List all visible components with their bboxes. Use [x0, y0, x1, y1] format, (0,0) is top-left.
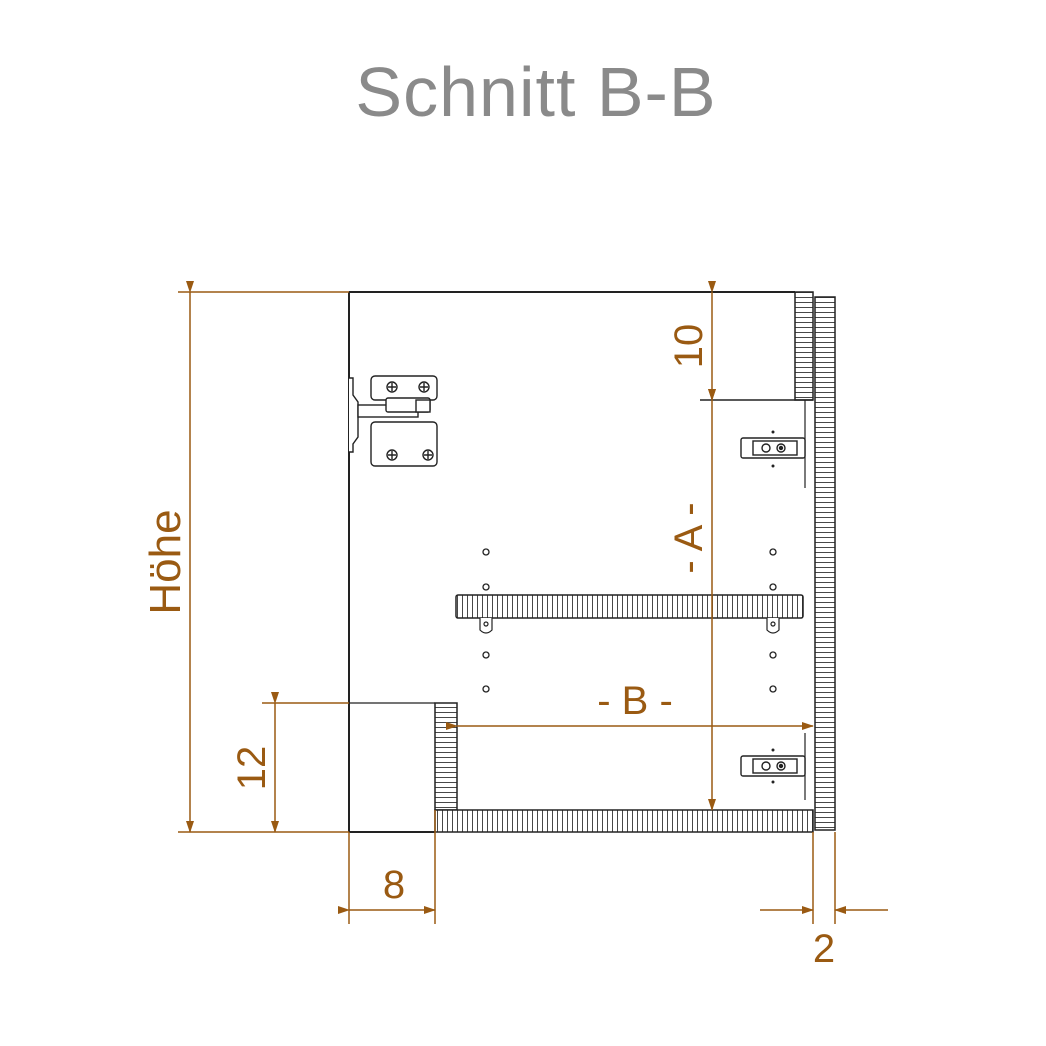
- wall-bracket-top-icon: [740, 430, 806, 468]
- diagram-title: Schnitt B-B: [355, 53, 717, 131]
- inner-width-label: - B -: [597, 679, 673, 723]
- dimension-lines: [178, 281, 888, 924]
- door-gap-label: 2: [813, 927, 835, 971]
- shelf-support-left: [479, 618, 493, 634]
- hinge-icon: [349, 375, 438, 467]
- inner-height-label: - A -: [667, 502, 711, 573]
- door-panel: [814, 296, 836, 831]
- plinth-depth-label: 8: [383, 863, 405, 907]
- top-gap-label: 10: [667, 324, 711, 369]
- wall-bracket-bottom-icon: [740, 748, 806, 784]
- bottom-panel: [434, 809, 814, 833]
- shelf: [455, 594, 804, 619]
- shelf-support-right: [766, 618, 780, 634]
- plinth-height-label: 12: [230, 746, 274, 791]
- top-back-panel: [794, 291, 814, 401]
- cabinet-body: [348, 291, 795, 833]
- plinth-front: [434, 702, 458, 811]
- shelf-pin-holes: [482, 548, 777, 693]
- height-label: Höhe: [141, 509, 190, 614]
